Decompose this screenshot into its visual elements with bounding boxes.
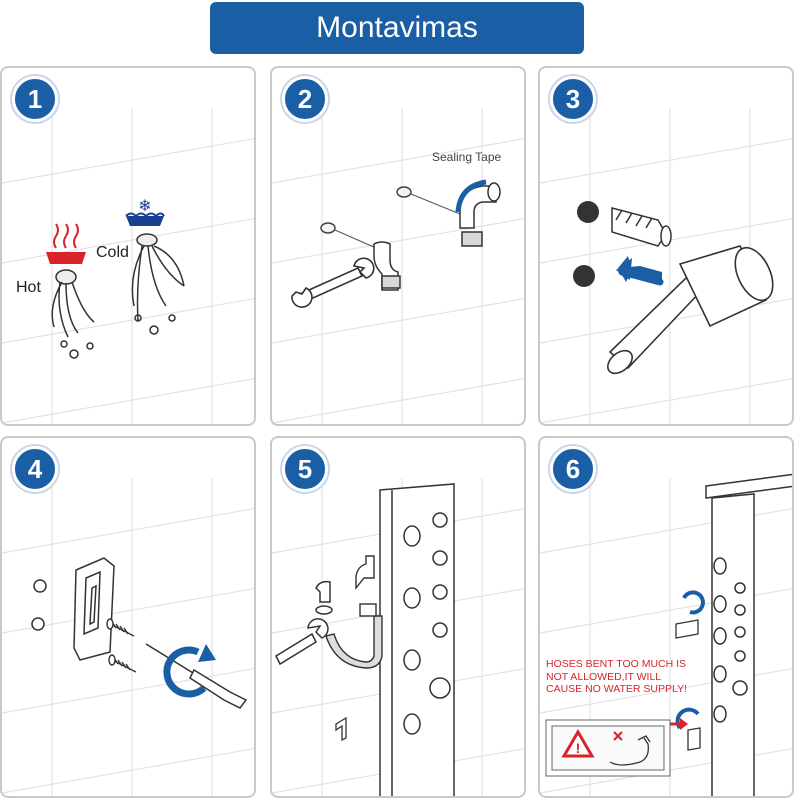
step-4-panel: 4	[0, 436, 256, 798]
step-4-number: 4	[12, 446, 58, 492]
sealing-tape-label: Sealing Tape	[432, 150, 502, 164]
wall-outlet-right	[396, 186, 412, 198]
screw-icon	[106, 618, 137, 673]
hot-label: Hot	[16, 279, 41, 296]
warning-triangle-icon	[561, 729, 595, 758]
step-1-number: 1	[12, 76, 58, 122]
svg-text:!: !	[576, 740, 581, 756]
elbow-fitting-left	[373, 241, 401, 291]
step-3-panel: 3	[538, 66, 794, 426]
shower-panel-icon	[379, 483, 455, 796]
elbow-fitting-right	[455, 179, 501, 247]
drill-hole-top	[577, 201, 599, 223]
hot-water-icon	[46, 223, 86, 264]
step-2-number: 2	[282, 76, 328, 122]
hammer-icon	[607, 245, 774, 375]
step-3-number: 3	[550, 76, 596, 122]
wall-outlet-left	[320, 222, 336, 234]
hot-water-pipe	[51, 269, 95, 359]
wall-tile-grid	[272, 108, 524, 424]
page-title: Montavimas	[210, 2, 584, 54]
svg-text:❄: ❄	[138, 196, 151, 215]
drill-hole-bottom	[573, 265, 595, 287]
screwdriver-icon	[145, 643, 248, 709]
warning-box	[545, 719, 671, 777]
elbow-fitting	[315, 580, 333, 615]
warning-text: HOSES BENT TOO MUCH IS NOT ALLOWED,IT WI…	[546, 658, 687, 695]
cold-water-pipe	[131, 233, 185, 335]
step-6-number: 6	[550, 446, 596, 492]
wall-tile-grid	[2, 478, 254, 796]
step-1-panel: 1 ❄ Hot Cold	[0, 66, 256, 426]
wrench-icon	[275, 618, 329, 666]
wall-tile-grid	[2, 108, 254, 424]
wrench-icon	[291, 257, 375, 308]
cold-label: Cold	[96, 244, 129, 261]
shower-panel-icon	[705, 473, 792, 796]
cross-mark-icon	[613, 731, 623, 741]
washer-bottom	[31, 617, 45, 631]
connection-detail-bottom	[675, 707, 701, 751]
bent-hose-icon	[609, 735, 651, 766]
step-5-number: 5	[282, 446, 328, 492]
wall-plug-icon	[611, 207, 672, 247]
step-5-panel: 5	[270, 436, 526, 798]
rotate-arrow-icon	[163, 646, 207, 698]
flexible-hose-icon	[325, 555, 383, 669]
connection-detail-top	[675, 590, 705, 639]
step-2-panel: 2 Sealing Tape	[270, 66, 526, 426]
mounting-bracket-icon	[73, 557, 115, 661]
bracket-clip-icon	[335, 716, 347, 742]
step-6-panel: 6 !	[538, 436, 794, 798]
washer-top	[33, 579, 47, 593]
cold-water-icon: ❄	[125, 196, 165, 226]
